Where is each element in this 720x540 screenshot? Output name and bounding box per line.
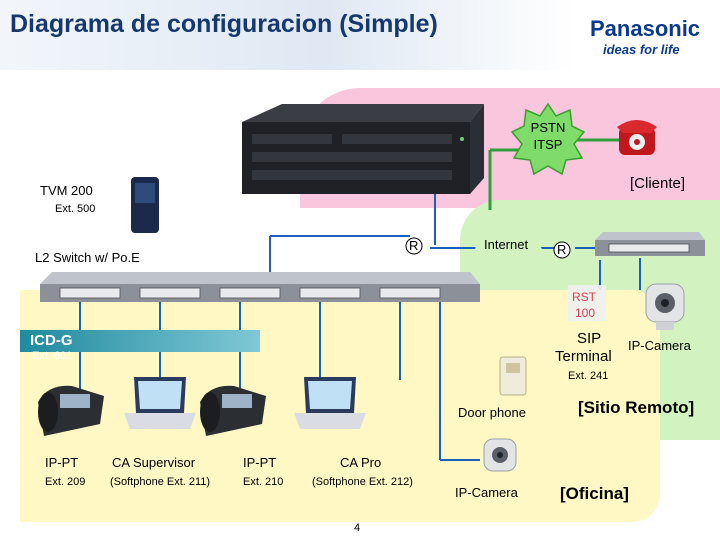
tvm-icon	[131, 177, 159, 233]
ip-phone-icon-2	[200, 385, 266, 436]
page-title: Diagrama de configuracion (Simple)	[10, 10, 438, 38]
laptop-icon-2	[294, 377, 366, 429]
rst-number: 100	[575, 306, 596, 320]
oficina-label: [Oficina]	[560, 484, 629, 503]
cliente-label: [Cliente]	[630, 175, 686, 192]
ip-camera-icon	[645, 283, 685, 330]
sip-terminal-label: Terminal	[555, 348, 612, 365]
pbx-icon	[242, 104, 484, 194]
sip-label: SIP	[577, 330, 602, 347]
router2-label: R	[557, 242, 567, 257]
device-ext: (Softphone Ext. 212)	[312, 476, 413, 488]
internet-label: Internet	[484, 237, 529, 252]
router-icon	[405, 237, 423, 255]
ip-camera-icon-office	[483, 438, 517, 472]
router-icon-remote	[553, 241, 571, 259]
device-name: CA Pro	[340, 455, 382, 470]
device-ext: (Softphone Ext. 211)	[110, 476, 211, 488]
device-ext: Ext. 209	[45, 476, 86, 488]
tvm-label: TVM 200	[40, 183, 93, 198]
rst-label: RST	[572, 290, 596, 304]
internet-cloud	[475, 226, 543, 258]
tvm-ext-label: Ext. 500	[55, 203, 96, 215]
page-number: 4	[354, 522, 361, 534]
header-band	[0, 0, 720, 70]
icdg-label: ICD-G	[30, 332, 73, 349]
sitio-remoto-label: [Sitio Remoto]	[578, 398, 695, 417]
door-phone-label: Door phone	[458, 405, 526, 420]
itsp-label: ITSP	[533, 137, 563, 152]
pstn-cloud	[510, 102, 586, 176]
ip-phone-icon	[38, 385, 104, 436]
pstn-label: PSTN	[530, 120, 566, 135]
icdg-ext-label: Ext. 601	[32, 350, 73, 362]
icdg-bar	[20, 330, 260, 352]
red-telephone-icon	[617, 120, 657, 155]
switch-icon-remote	[595, 232, 705, 256]
brand-tagline: ideas for life	[603, 42, 680, 57]
brand-logo: Panasonic	[590, 16, 701, 41]
rst-box	[568, 285, 606, 321]
ip-camera-remote-label: IP-Camera	[628, 338, 691, 353]
ip-camera-office-label: IP-Camera	[455, 485, 518, 500]
switch-icon	[40, 272, 480, 302]
sip-ext-label: Ext. 241	[568, 370, 609, 382]
l2-switch-label: L2 Switch w/ Po.E	[35, 250, 140, 265]
laptop-icon	[124, 377, 196, 429]
device-ext: Ext. 210	[243, 476, 284, 488]
device-name: IP-PT	[45, 455, 79, 470]
door-phone-icon	[499, 356, 527, 396]
router-label: R	[409, 238, 419, 253]
device-name: IP-PT	[243, 455, 277, 470]
device-name: CA Supervisor	[112, 455, 196, 470]
